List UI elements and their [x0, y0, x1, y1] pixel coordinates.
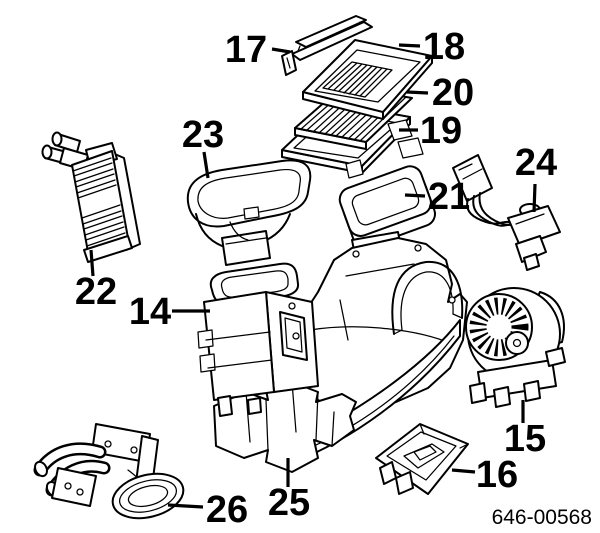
- part-label-26[interactable]: 26: [206, 489, 248, 531]
- part-label-19[interactable]: 19: [420, 110, 462, 152]
- part-art-seal-frame: [338, 165, 436, 249]
- part-art-left-duct-assembly: [33, 423, 185, 520]
- part-label-21[interactable]: 21: [428, 176, 470, 218]
- leader-lines: [89, 43, 537, 509]
- part-art-distribution-housing: [296, 231, 468, 411]
- part-art-heater-box: [197, 262, 319, 417]
- part-label-16[interactable]: 16: [476, 454, 518, 496]
- part-label-25[interactable]: 25: [268, 482, 310, 524]
- part-label-14[interactable]: 14: [129, 291, 171, 333]
- part-labels: 17 18 20 19 23 21 24 22 14 15 16 25 26: [75, 26, 557, 531]
- part-label-24[interactable]: 24: [515, 142, 557, 184]
- part-art-heater-core: [41, 131, 141, 263]
- part-art-retaining-clip: [281, 15, 373, 76]
- part-art-blower-motor: [465, 287, 566, 408]
- part-label-18[interactable]: 18: [423, 26, 465, 68]
- part-label-20[interactable]: 20: [432, 72, 474, 114]
- catalog-number: 646-00568: [492, 506, 592, 529]
- part-label-23[interactable]: 23: [182, 114, 224, 156]
- part-label-17[interactable]: 17: [225, 29, 267, 71]
- part-art-filter-cover: [302, 39, 433, 120]
- part-art-intake-duct: [186, 159, 312, 266]
- part-label-15[interactable]: 15: [504, 418, 546, 460]
- part-art-footwell-duct: [375, 423, 469, 495]
- part-art-resistor-wiring: [452, 154, 561, 271]
- part-label-22[interactable]: 22: [75, 271, 117, 313]
